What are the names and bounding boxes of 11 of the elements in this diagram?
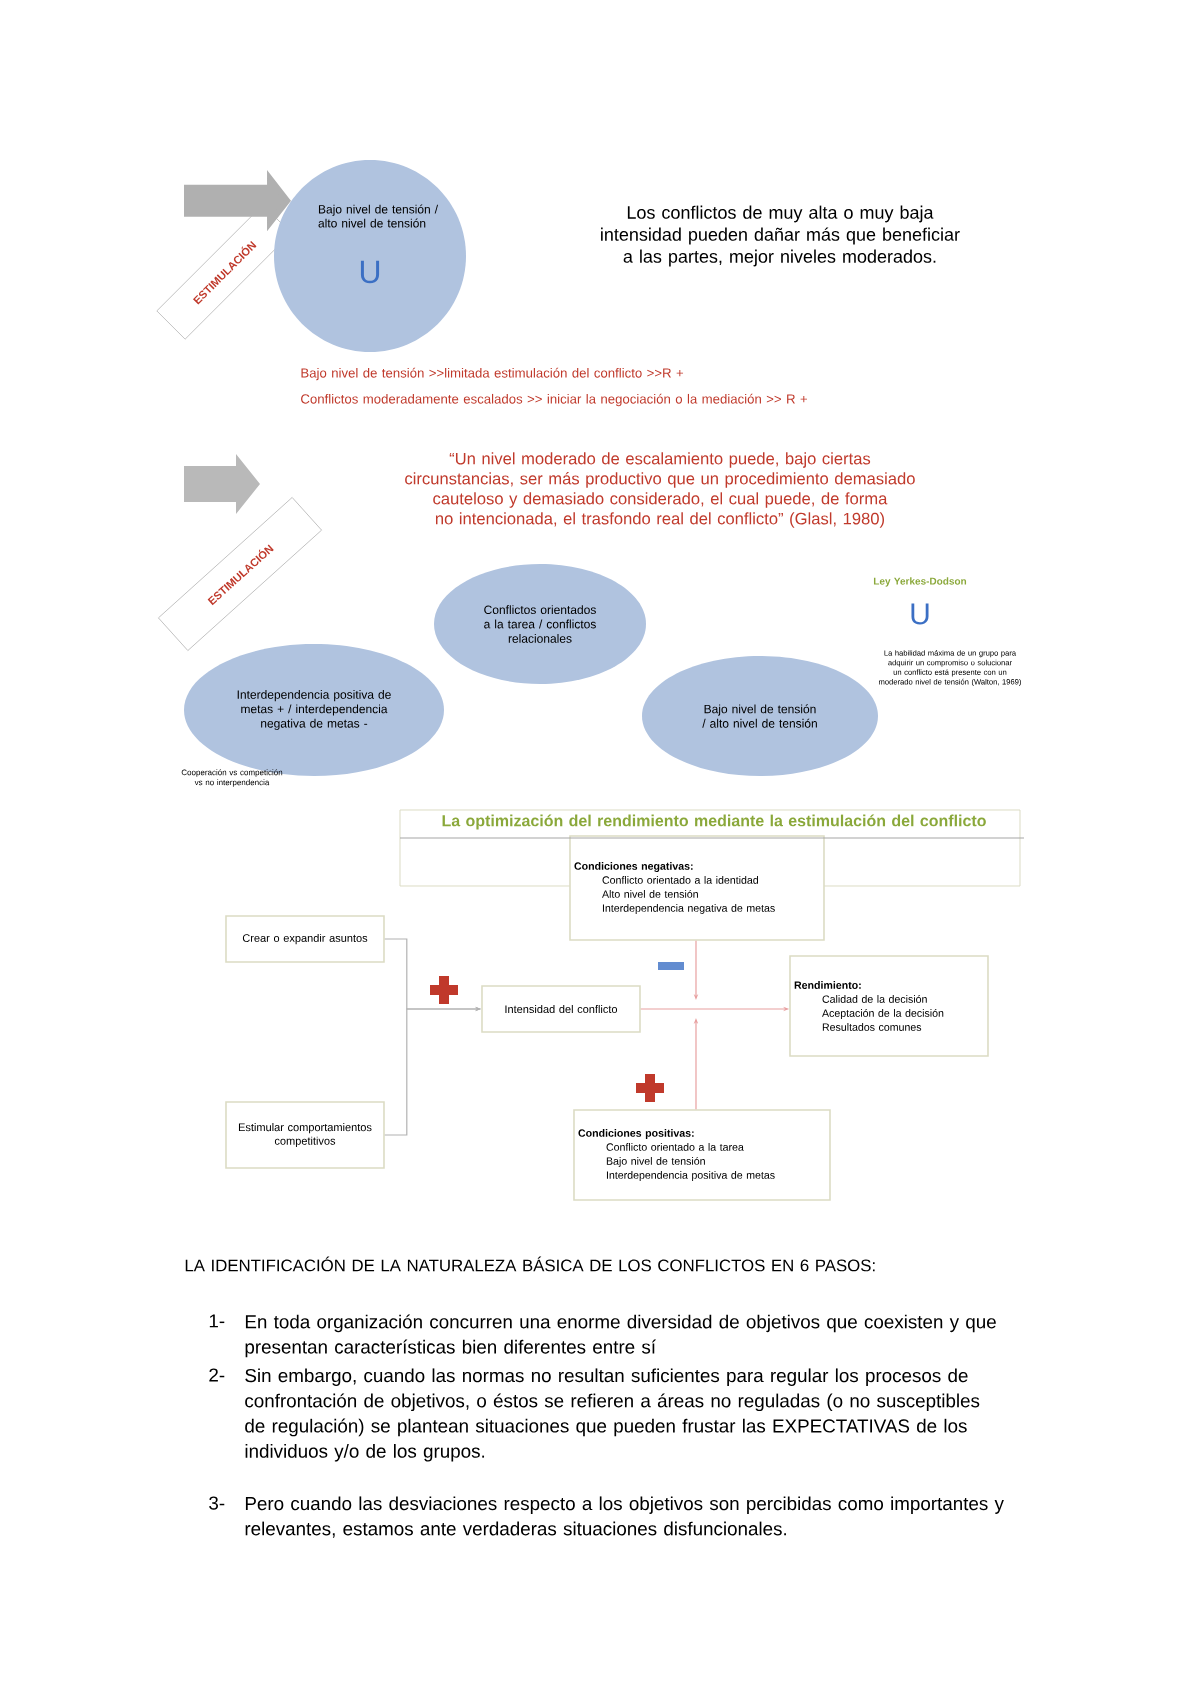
statement-text: Los conflictos de muy alta o muy baja intensidad pueden dañar más que beneficiar a las partes, mejor niveles moderados. <box>601 205 960 267</box>
section-title: La optimización del rendimiento mediante la estimulación del conflicto <box>442 814 986 830</box>
list-heading: LA IDENTIFICACIÓN DE LA NATURALEZA BÁSICA DE LOS CONFLICTOS EN 6 PASOS: <box>185 1256 875 1272</box>
list-number: 3- <box>209 1496 225 1510</box>
list-item: En toda organización concurren una enorme diversidad de objetivos que coexisten y que presentan características bien diferentes entre sí <box>245 1314 996 1358</box>
list-item: Pero cuando las desviaciones respecto a los objetivos son percibidas como importantes y relevantes, estamos ante verdaderas situaciones disfuncionales. <box>245 1496 1004 1538</box>
quote-text: “Un nivel moderado de escalamiento puede, bajo ciertas circunstancias, ser más productivo que un procedimiento demasiado cauteloso y demasiado considerado, el cual puede, de forma no intencionada, el trasfondo real del conflicto” (Glasl, 1980) <box>405 452 915 528</box>
list-item: Sin embargo, cuando las normas no resultan suficientes para regular los procesos de confrontación de objetivos, o éstos se refieren a áreas no reguladas (o no susceptibles de regulación) se plantean situaciones que pueden frustar las EXPECTATIVAS de los individuos y/o de los grupos. <box>245 1368 980 1462</box>
u-curve-symbol: U <box>911 603 929 625</box>
list-number: 2- <box>209 1368 225 1382</box>
list-number: 1- <box>209 1314 225 1328</box>
